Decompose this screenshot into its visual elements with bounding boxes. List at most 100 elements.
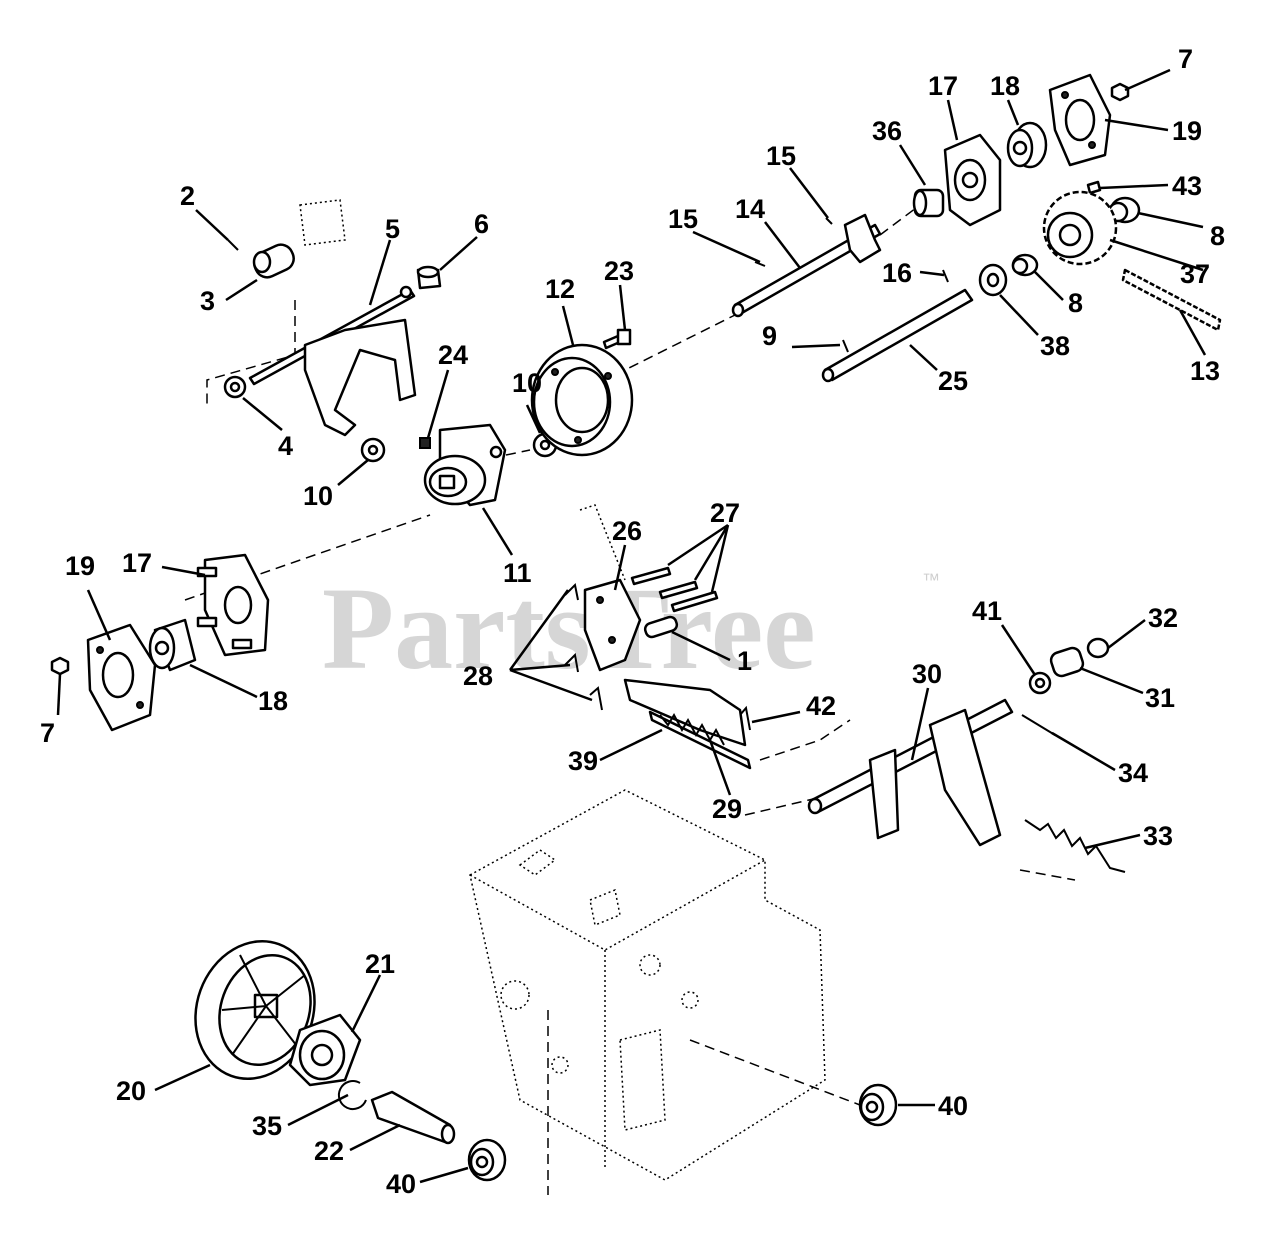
- shaft-25: [821, 288, 974, 383]
- callout-5: 5: [385, 214, 400, 244]
- pin-9: [842, 339, 849, 353]
- pin-15-right: [825, 217, 833, 225]
- callout-15-right: 15: [766, 141, 796, 171]
- nut-7-left: [50, 656, 70, 676]
- callout-30: 30: [912, 659, 942, 689]
- callout-24: 24: [438, 340, 468, 370]
- hex-shaft-14: [731, 213, 882, 318]
- cotter-pin-34: [1021, 714, 1056, 736]
- callout-34: 34: [1118, 758, 1148, 788]
- watermark-brand: PartsTree: [322, 563, 816, 694]
- spacer-1: [643, 615, 679, 639]
- callout-10-left: 10: [303, 481, 333, 511]
- pin-2: [227, 239, 239, 251]
- callout-8-lower: 8: [1068, 288, 1083, 318]
- assembly-centerlines: [184, 204, 1076, 1195]
- chain-13: [1121, 268, 1222, 332]
- flange-plate-19-left: [86, 623, 157, 732]
- callout-20: 20: [116, 1076, 146, 1106]
- bushing-3: [252, 243, 295, 279]
- callout-6: 6: [474, 209, 489, 239]
- callout-28: 28: [463, 661, 493, 691]
- callout-33: 33: [1143, 821, 1173, 851]
- callout-31: 31: [1145, 683, 1175, 713]
- callout-43: 43: [1172, 171, 1202, 201]
- frame-housing: [469, 789, 826, 1181]
- spring-29: [659, 712, 725, 746]
- callout-19-left: 19: [65, 551, 95, 581]
- callout-36: 36: [872, 116, 902, 146]
- callout-29: 29: [712, 794, 742, 824]
- callout-21: 21: [365, 949, 395, 979]
- callout-7-top: 7: [1178, 44, 1193, 74]
- washer-38: [978, 263, 1008, 297]
- callout-16: 16: [882, 258, 912, 288]
- callout-13: 13: [1190, 356, 1220, 386]
- callout-25: 25: [938, 366, 968, 396]
- washer-41: [1028, 671, 1052, 695]
- callout-15-left: 15: [668, 204, 698, 234]
- fitting-24: [419, 437, 431, 449]
- bearing-housing-21: [288, 1013, 362, 1087]
- callout-38: 38: [1040, 331, 1070, 361]
- callout-17-top: 17: [928, 71, 958, 101]
- grease-fitting-43: [1086, 180, 1102, 195]
- callout-37: 37: [1180, 259, 1210, 289]
- callout-40-right: 40: [938, 1091, 968, 1121]
- cap-32: [1086, 637, 1110, 659]
- sprocket-37: [1042, 190, 1118, 266]
- nut-6: [416, 265, 442, 290]
- flange-plate-19-top: [1048, 73, 1112, 167]
- callout-8-top: 8: [1210, 221, 1225, 251]
- hairpin-clip-42: [739, 705, 751, 731]
- watermark-trademark: ™: [922, 570, 940, 590]
- callout-27: 27: [710, 498, 740, 528]
- shift-fork-5: [248, 285, 417, 437]
- spring-33: [1024, 819, 1126, 873]
- callout-35: 35: [252, 1111, 282, 1141]
- callout-4: 4: [278, 431, 293, 461]
- callout-9: 9: [762, 321, 777, 351]
- callout-40-lower: 40: [386, 1169, 416, 1199]
- callout-11: 11: [503, 558, 532, 588]
- callout-10-right: 10: [512, 368, 542, 398]
- control-lever-39: [623, 678, 752, 770]
- callout-32: 32: [1148, 603, 1178, 633]
- bushing-8-lower: [1011, 253, 1039, 277]
- callout-26: 26: [612, 516, 642, 546]
- bushing-31: [1049, 646, 1085, 678]
- callout-3: 3: [200, 286, 215, 316]
- callout-2: 2: [180, 181, 195, 211]
- bolt-23: [602, 328, 632, 350]
- callout-labels: 2 3 5 6 4 24 10 10 11 12 23 15 15 14 36 …: [40, 44, 1225, 1199]
- washer-4: [223, 375, 247, 399]
- cross-shaft-30: [807, 698, 1014, 847]
- friction-wheel-12: [530, 343, 634, 457]
- bracket-plate-26: [579, 504, 642, 672]
- callout-41: 41: [972, 596, 1002, 626]
- pin-16: [942, 269, 949, 283]
- callout-7-left: 7: [40, 718, 55, 748]
- callout-17-left: 17: [122, 548, 152, 578]
- grommet-40-lower: [467, 1138, 507, 1182]
- washer-10-left: [360, 437, 386, 463]
- drive-pulley-20: [194, 940, 316, 1080]
- callout-12: 12: [545, 274, 575, 304]
- callout-23: 23: [604, 256, 634, 286]
- pin-15-left: [754, 261, 766, 267]
- drive-shaft-22: [370, 1090, 456, 1145]
- callout-18-top: 18: [990, 71, 1020, 101]
- callout-1: 1: [737, 646, 752, 676]
- bolts-27: [630, 566, 719, 613]
- callout-39: 39: [568, 746, 598, 776]
- grommet-40-right: [858, 1083, 898, 1127]
- callout-14: 14: [735, 194, 765, 224]
- callout-18-left: 18: [258, 686, 288, 716]
- callout-22: 22: [314, 1136, 344, 1166]
- bushing-36: [912, 188, 945, 218]
- callout-19-top: 19: [1172, 116, 1202, 146]
- bearing-18-left: [148, 618, 197, 672]
- bearing-flange-17-left: [196, 553, 270, 657]
- nut-7-top: [1110, 82, 1130, 102]
- bearing-18-top: [1006, 121, 1048, 169]
